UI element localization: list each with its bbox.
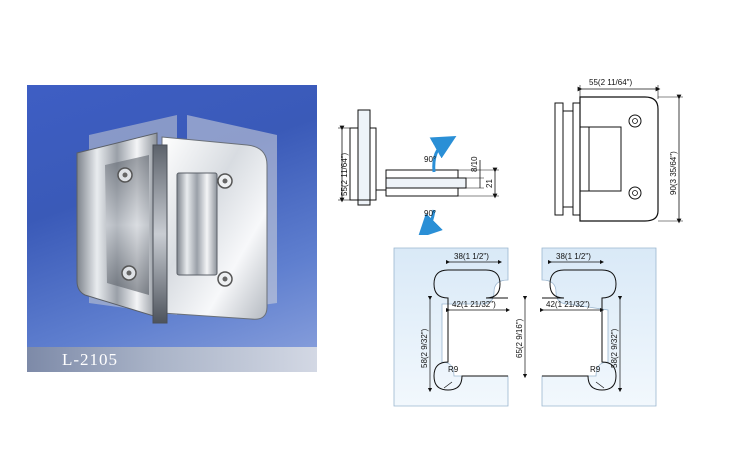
model-code: L-2105 [62, 350, 119, 369]
clamp-plate-inner [369, 127, 377, 201]
pocket-outline [588, 126, 622, 192]
right-radius-label: R9 [590, 365, 601, 374]
hinge-illustration [76, 115, 277, 324]
right-depth-label: 42(1 21/32") [546, 300, 590, 309]
rotation-top-label: 90° [424, 155, 436, 164]
screw-icon [628, 186, 642, 200]
offset-label: 21 [485, 179, 494, 188]
rotate-down-arrow-icon [417, 209, 443, 235]
front-width-label: 55(2 11/64") [589, 78, 633, 87]
pivot-barrel [152, 144, 168, 324]
left-depth-label: 42(1 21/32") [452, 300, 496, 309]
glass-panel-horizontal [385, 177, 467, 189]
left-radius-label: R9 [448, 365, 459, 374]
rotation-bottom-label: 90° [424, 209, 436, 218]
glass-panel-left [393, 247, 509, 407]
side-height-label: 55(2 11/64") [340, 153, 349, 197]
front-view-drawing: 55(2 11/64") 90(3 35/64") [554, 78, 683, 224]
front-height-label: 90(3 35/64") [669, 151, 678, 195]
right-top-width-label: 38(1 1/2") [556, 252, 591, 261]
leaf-right-pocket [176, 172, 218, 276]
hinge-body-outline [579, 96, 659, 222]
glass-cutout-drawing: 38(1 1/2") 42(1 21/32") 58(2 9/32") R9 6… [393, 247, 657, 407]
product-photo: L-2105 [27, 85, 317, 372]
left-height-label: 58(2 9/32") [420, 328, 429, 368]
clamp-plate-outer [349, 127, 359, 201]
right-height-label: 58(2 9/32") [610, 328, 619, 368]
left-top-width-label: 38(1 1/2") [454, 252, 489, 261]
overall-height-label: 65(2 9/16") [515, 318, 524, 358]
glass-panel-vertical [357, 109, 371, 206]
model-label-bar: L-2105 [27, 347, 317, 372]
leaf-left-recess [105, 155, 149, 295]
thickness-label: 8/10 [470, 156, 479, 172]
side-view-drawing: 55(2 11/64") 8/10 21 90° 90° [338, 109, 499, 235]
screw-icon [628, 114, 642, 128]
rotate-up-arrow-icon [429, 136, 457, 173]
glass-panel-right [541, 247, 657, 407]
